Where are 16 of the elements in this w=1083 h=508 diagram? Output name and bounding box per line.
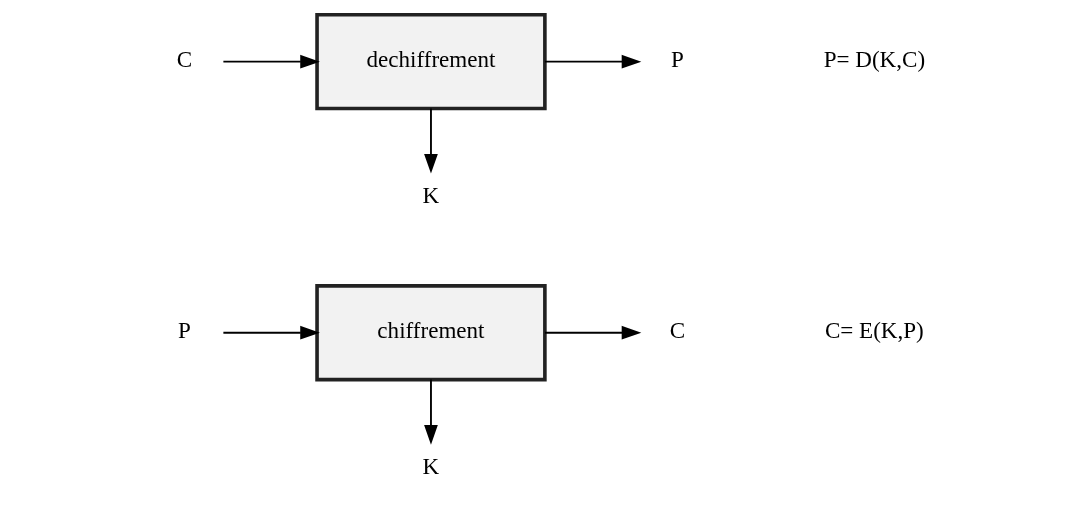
- arrow: [221, 325, 320, 340]
- node-box: dechiffrement: [314, 12, 547, 110]
- label: P= D(K,C): [823, 45, 925, 72]
- node-box: chiffrement: [314, 283, 547, 381]
- arrow: [423, 107, 438, 174]
- arrow: [423, 378, 438, 445]
- label: C= E(K,P): [824, 316, 924, 343]
- node-text: P: [177, 316, 191, 343]
- node-text: K: [422, 181, 439, 208]
- node-text: P: [670, 45, 684, 72]
- node-text: C: [176, 45, 192, 72]
- arrow: [543, 325, 641, 340]
- node-text: K: [422, 452, 439, 479]
- node-text: C: [669, 316, 685, 343]
- arrow: [543, 54, 641, 68]
- arrow: [221, 54, 320, 68]
